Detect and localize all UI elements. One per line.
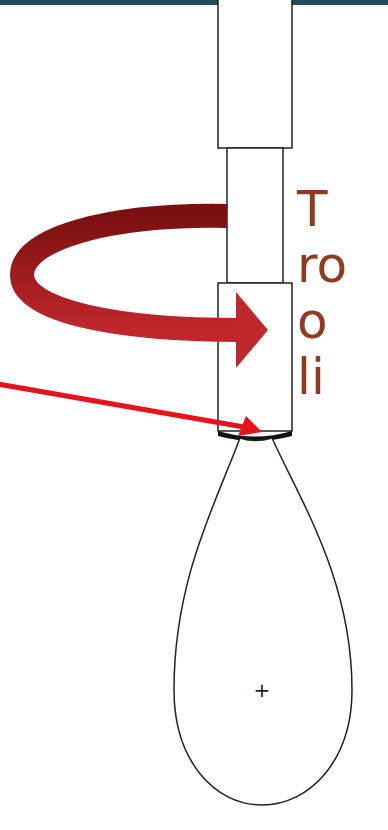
rotation-arrow xyxy=(22,216,240,330)
rotation-arrowhead xyxy=(236,292,268,368)
pointer-arrowhead xyxy=(238,416,262,436)
needle-upper xyxy=(218,0,292,148)
pointer-arrow xyxy=(0,384,244,427)
slide-text: o xyxy=(297,296,328,346)
center-mark: + xyxy=(254,680,271,700)
slide-text: ro xyxy=(297,240,347,290)
slide-text: T xyxy=(297,184,328,234)
drop-outline xyxy=(174,438,352,805)
needle-lower xyxy=(218,283,292,431)
slide-text: li xyxy=(297,352,325,402)
needle-middle xyxy=(227,148,283,283)
title-bar xyxy=(0,0,388,5)
